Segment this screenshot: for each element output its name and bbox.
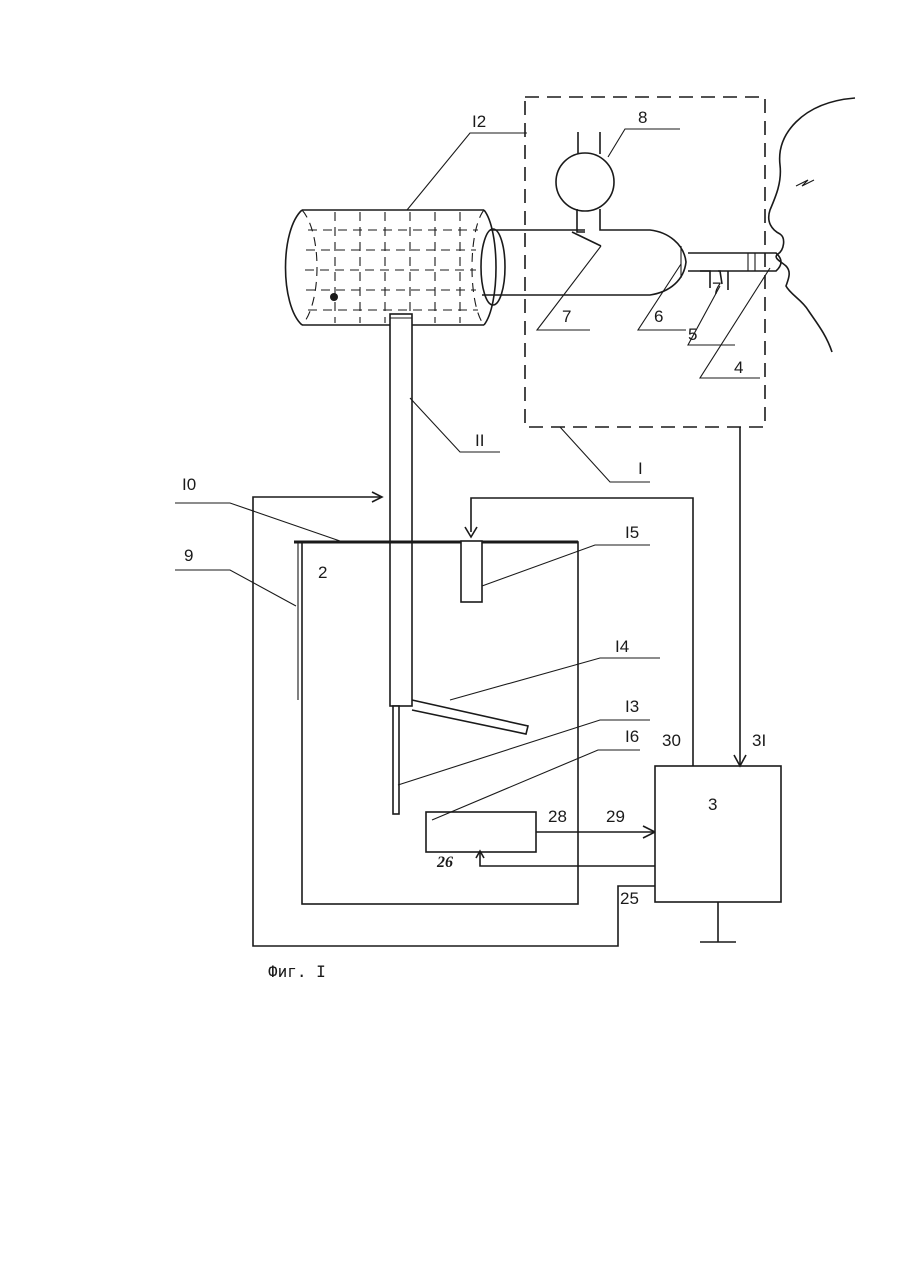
wire-3-to-16 [480, 852, 655, 866]
label-12: I2 [472, 112, 486, 131]
drum-12-body [302, 210, 484, 325]
label-30: 30 [662, 731, 681, 750]
flask-8-neck [577, 209, 608, 232]
block-16 [426, 812, 536, 852]
control-unit-3 [655, 766, 781, 902]
patient-head-profile [769, 98, 855, 352]
label-29: 29 [606, 807, 625, 826]
chamber-6-bulb [482, 230, 686, 295]
drum-12-left-end [286, 210, 303, 325]
label-31: 3I [752, 731, 766, 750]
label-15: I5 [625, 523, 639, 542]
drum-12-axle-dot [330, 293, 338, 301]
nose-mark-icon [796, 180, 814, 186]
mouthpiece-4 [688, 253, 781, 271]
drum-12-left-end-hidden [302, 210, 317, 325]
leader-lines [175, 129, 770, 820]
label-3: 3 [708, 795, 717, 814]
deflector-14 [412, 700, 528, 734]
drum-12-right-opening [481, 229, 505, 305]
label-7-lower: 7 [562, 307, 571, 326]
tube-11 [390, 314, 412, 706]
label-6: 6 [654, 307, 663, 326]
sensor-15 [461, 541, 482, 602]
label-7-valve: 7 [712, 279, 721, 298]
label-26: 26 [436, 854, 453, 871]
label-25: 25 [620, 889, 639, 908]
label-11: II [475, 431, 484, 450]
label-4: 4 [734, 358, 743, 377]
drum-12-grid [305, 212, 478, 323]
label-2: 2 [318, 563, 327, 582]
label-1: I [638, 459, 643, 478]
label-13: I3 [625, 697, 639, 716]
figure-caption: Фиг. I [268, 962, 326, 981]
flap-7 [572, 232, 601, 246]
flask-8 [556, 153, 614, 211]
label-14: I4 [615, 637, 629, 656]
probe-13 [393, 706, 399, 814]
label-8: 8 [638, 108, 647, 127]
drum-12-right-end-hidden [472, 210, 484, 325]
label-5: 5 [688, 325, 697, 344]
label-16: I6 [625, 727, 639, 746]
label-10: I0 [182, 475, 196, 494]
label-28: 28 [548, 807, 567, 826]
label-9: 9 [184, 546, 193, 565]
drum-12-right-end [484, 210, 496, 325]
